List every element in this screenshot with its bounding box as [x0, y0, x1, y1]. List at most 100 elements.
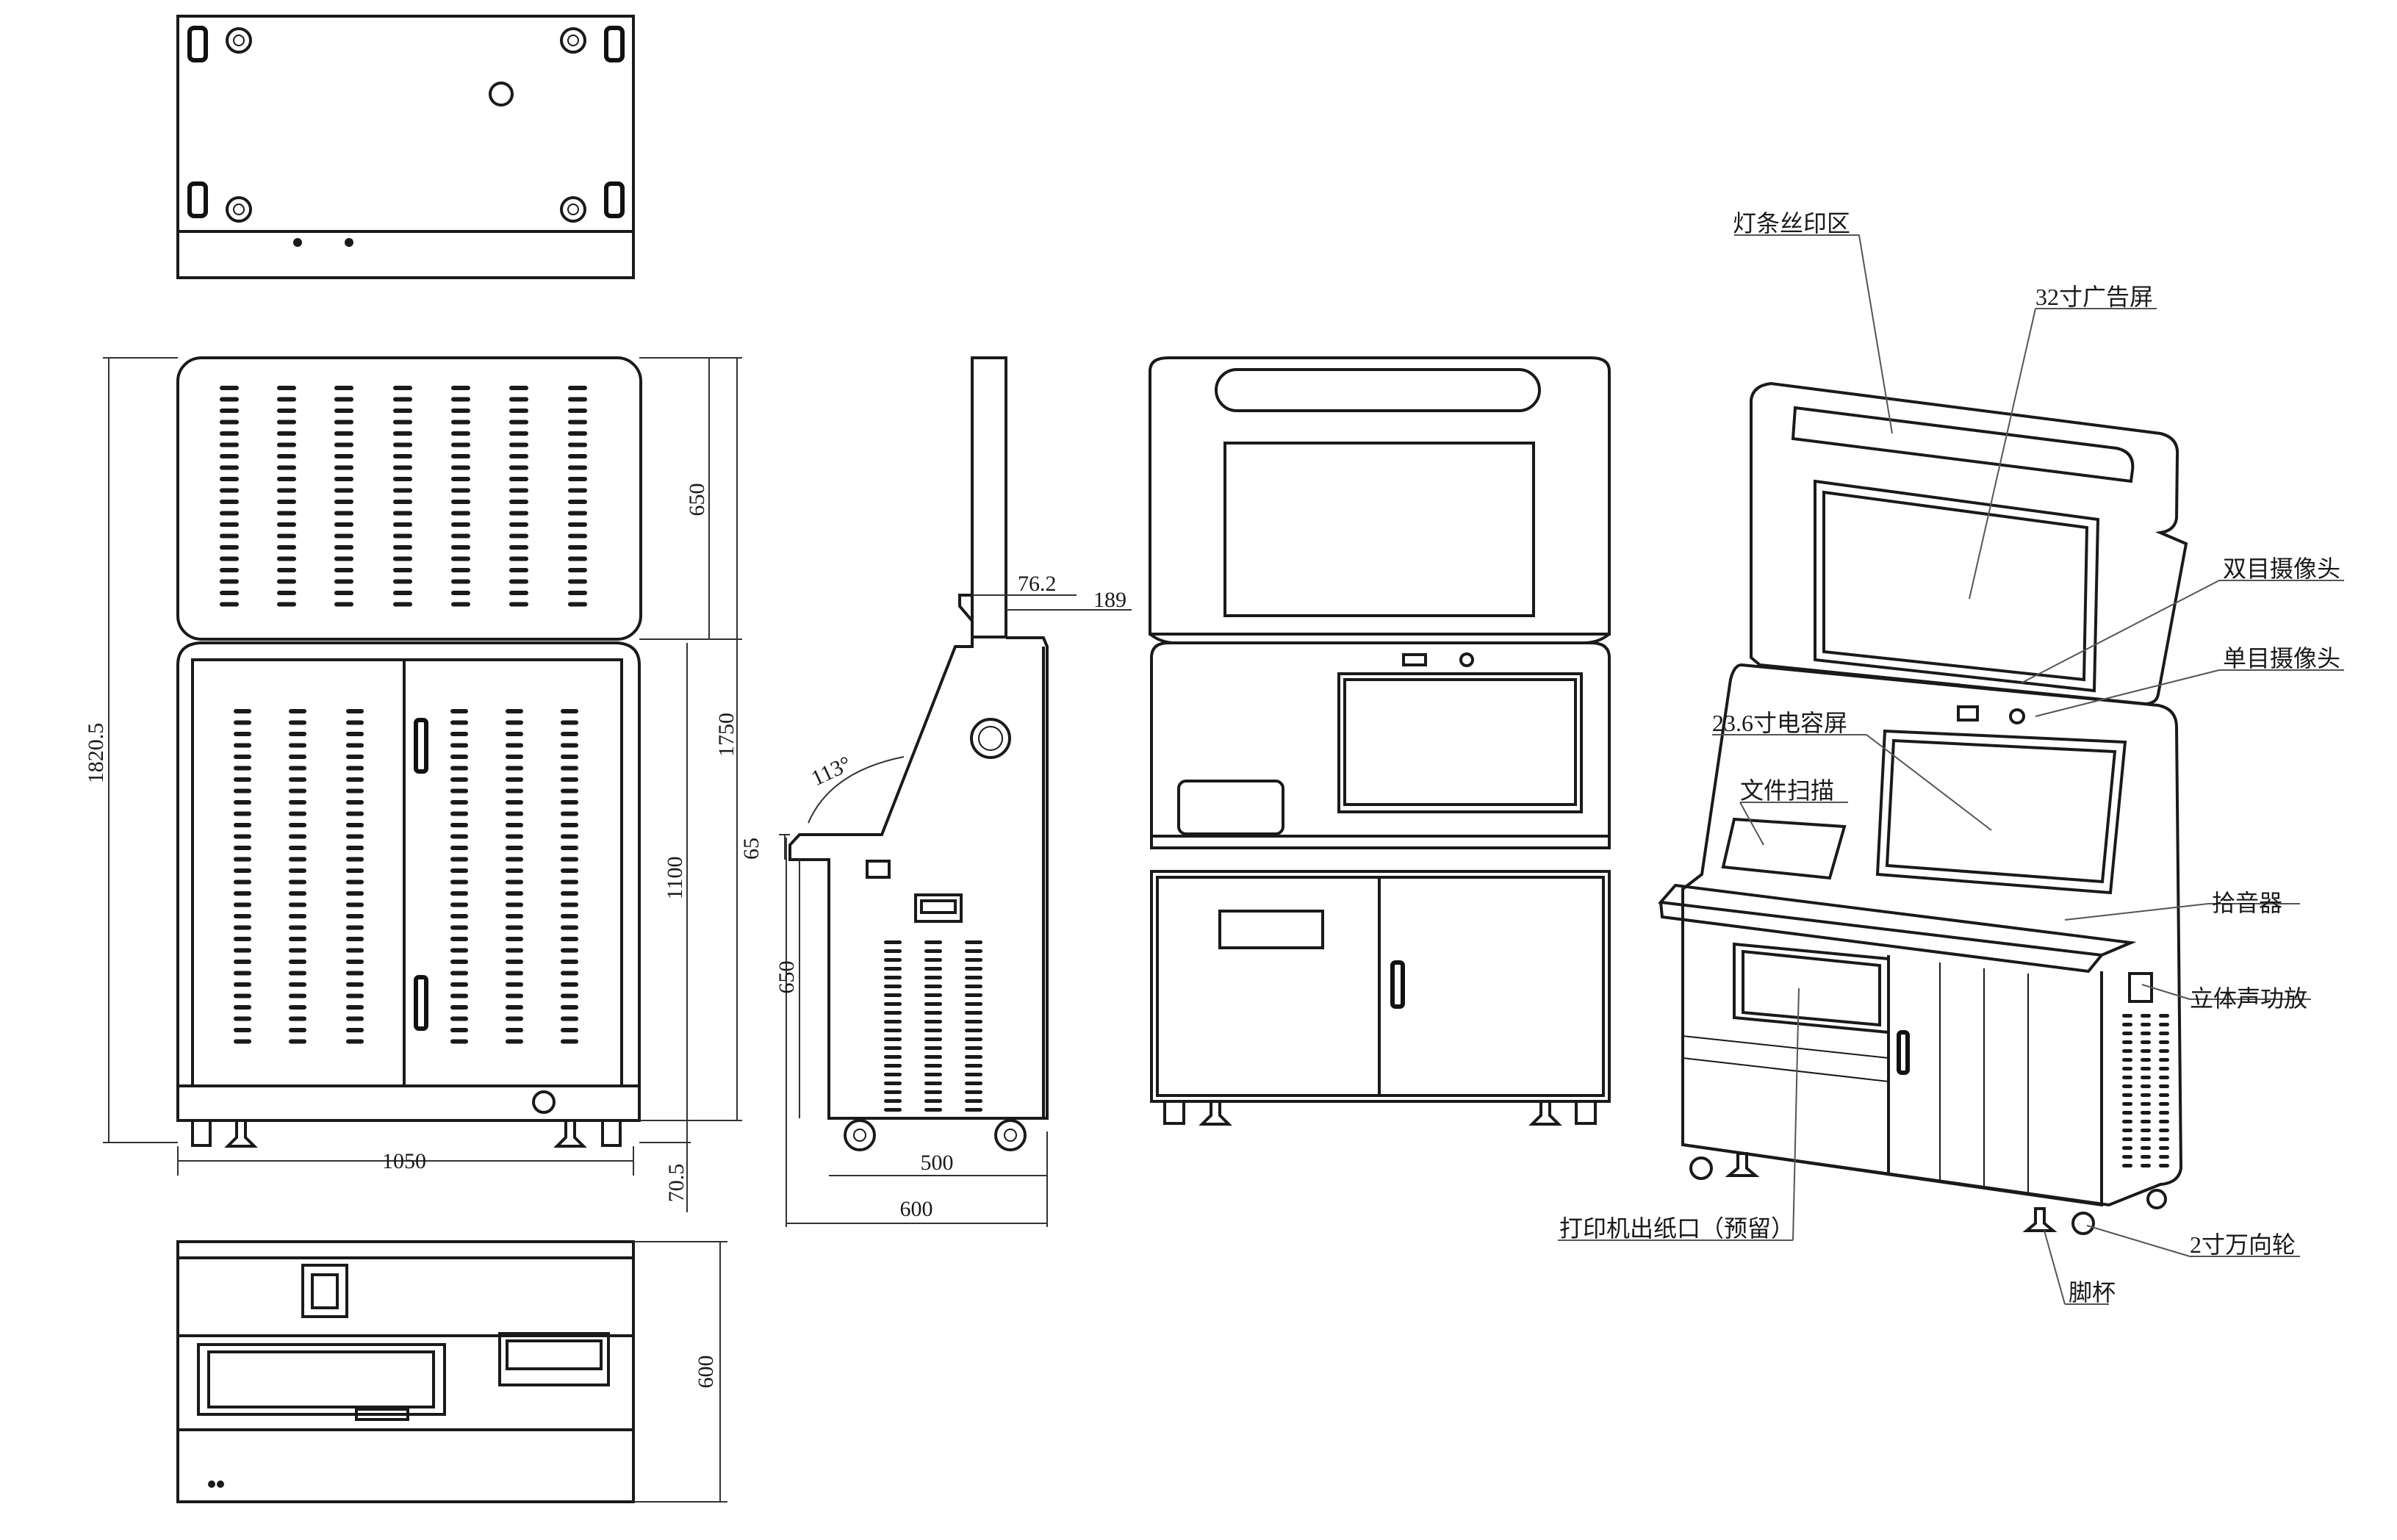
vent-slot [277, 397, 296, 402]
vent-slot [561, 788, 578, 794]
vent-slot [884, 1108, 902, 1112]
vent-slot [393, 465, 412, 470]
vent-slot [234, 846, 251, 850]
vent-slot [561, 846, 578, 850]
vent-slot [568, 568, 587, 572]
vent-slot [506, 846, 523, 850]
callout-touch-screen: 23.6寸电容屏 [1712, 710, 1847, 736]
vent-slot [2122, 1164, 2132, 1167]
vent-slot [506, 766, 523, 771]
vent-slot [2122, 1049, 2132, 1053]
vent-slot [965, 1037, 982, 1041]
vent-slot [924, 1046, 942, 1050]
vent-slot [2122, 1032, 2132, 1035]
vent-slot [506, 993, 523, 999]
vent-slot [450, 948, 468, 953]
vent-slot [289, 743, 306, 748]
vent-slot [2122, 1093, 2132, 1097]
vent-slot [2122, 1084, 2132, 1088]
vent-slot [450, 868, 468, 873]
vent-slot [509, 488, 528, 493]
vent-slot [220, 465, 239, 470]
vent-slot [451, 602, 470, 607]
vent-slot [506, 948, 523, 953]
vent-slot [561, 1039, 578, 1044]
vent-slot [346, 777, 364, 782]
vent-slot [561, 960, 578, 964]
vent-slot [277, 488, 296, 493]
vent-slot [234, 709, 251, 713]
vent-slot [334, 477, 353, 481]
vent-slot [346, 960, 364, 964]
vent-slot [2159, 1093, 2169, 1097]
callout-caster: 2寸万向轮 [2190, 1231, 2296, 1258]
vent-slot [2159, 1102, 2169, 1106]
vent-slot [965, 1108, 982, 1112]
vent-slot [568, 465, 587, 470]
vent-slot [220, 477, 239, 481]
vent-slot [450, 982, 468, 987]
vent-slot [220, 454, 239, 458]
dim-cabinet-height: 1100 [663, 857, 687, 900]
vent-slot [234, 993, 251, 999]
vent-slot [234, 891, 251, 896]
callout-leaders [1558, 234, 2344, 1305]
vent-slot [289, 1028, 306, 1032]
callout-monocular-camera: 单目摄像头 [2223, 645, 2340, 672]
vent-slot [346, 868, 364, 873]
vent-slot [450, 800, 468, 805]
vent-slot [346, 891, 364, 896]
vent-slot [220, 533, 239, 539]
vent-slot [234, 937, 251, 941]
dim-upper-height: 1750 [714, 713, 738, 757]
vent-slot [924, 1073, 942, 1076]
vent-slot [450, 937, 468, 941]
vent-slot [234, 971, 251, 976]
vent-slot [289, 800, 306, 805]
vent-slot [506, 971, 523, 976]
vent-slot [346, 846, 364, 850]
vent-slot [509, 591, 528, 595]
vent-slot [234, 823, 251, 827]
vent-slot [965, 1090, 982, 1094]
vent-slot [334, 431, 353, 436]
vent-slot [334, 511, 353, 516]
vent-slot [884, 1011, 902, 1015]
vent-slot [289, 720, 306, 725]
vent-slot [450, 766, 468, 771]
vent-slot [393, 533, 412, 539]
vent-slot [568, 556, 587, 561]
vent-slot [884, 985, 902, 988]
vent-slot [289, 846, 306, 850]
vent-slot [277, 465, 296, 470]
vent-slot [346, 1005, 364, 1010]
vent-slot [234, 800, 251, 805]
dimension-labels: 1820.5 650 1750 1100 1050 70.5 600 76.2 … [84, 483, 1126, 1389]
vent-slot [509, 454, 528, 458]
vent-slot [334, 602, 353, 607]
vent-slot [393, 488, 412, 493]
dim-side-depth: 600 [900, 1197, 933, 1221]
vent-slot [220, 420, 239, 425]
top-view [176, 15, 635, 279]
vent-slot [450, 788, 468, 794]
vent-slot [289, 834, 306, 839]
vent-slot [924, 1064, 942, 1068]
vent-slot [561, 1016, 578, 1021]
vent-slot [509, 522, 528, 527]
vent-slot [220, 522, 239, 527]
vent-slot [2141, 1032, 2151, 1035]
vent-slot [450, 960, 468, 964]
vent-slot [277, 431, 296, 436]
vent-slot [884, 976, 902, 979]
vent-slot [884, 1029, 902, 1032]
vent-slot [965, 985, 982, 988]
dim-overall-height: 1820.5 [84, 723, 108, 784]
vent-slot [2141, 1049, 2151, 1053]
vent-slot [568, 442, 587, 447]
callout-printer-outlet: 打印机出纸口（预留） [1559, 1215, 1794, 1242]
vent-slot [289, 777, 306, 782]
vent-slot [2159, 1032, 2169, 1035]
vent-slot [509, 533, 528, 539]
vent-slot [220, 488, 239, 493]
